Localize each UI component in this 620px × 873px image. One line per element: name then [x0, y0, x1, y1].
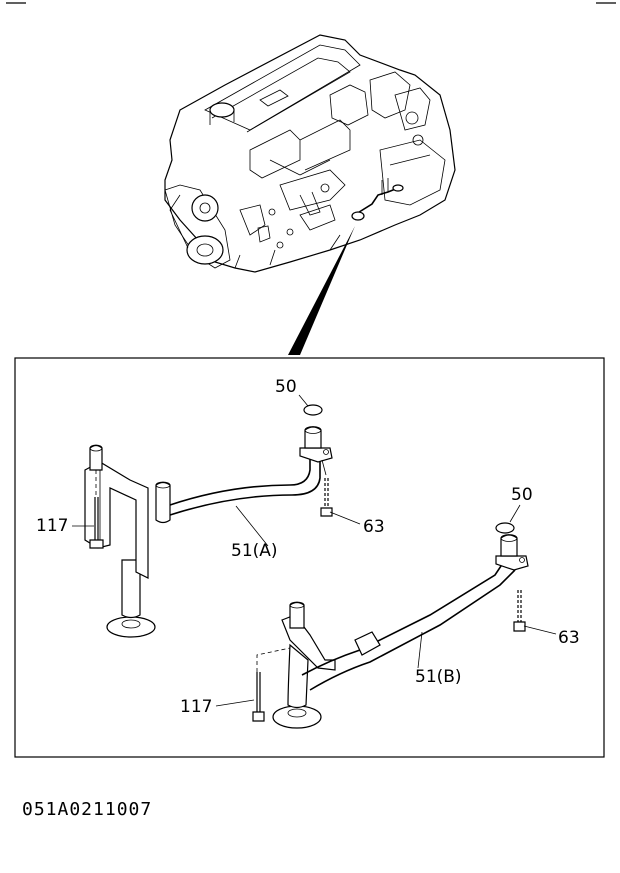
assembly-guide-lines	[95, 470, 291, 672]
callout-50-b: 50	[511, 485, 533, 505]
leader-lines	[72, 394, 557, 707]
engine-overview-illustration	[164, 34, 456, 273]
o-ring-50a	[303, 404, 323, 416]
callout-50-a: 50	[275, 377, 297, 397]
callout-117-b: 117	[180, 697, 212, 717]
callout-117-a: 117	[36, 516, 68, 536]
o-ring-50b	[495, 522, 515, 534]
callout-51-b: 51(B)	[415, 667, 462, 687]
figure-code: 051A0211007	[22, 799, 152, 820]
detail-frame	[14, 357, 605, 758]
callout-51-a: 51(A)	[231, 541, 278, 561]
callout-63-a: 63	[363, 517, 385, 537]
detail-pointer-wedge	[288, 226, 355, 355]
oil-pipe-b-assembly	[252, 522, 529, 729]
callout-63-b: 63	[558, 628, 580, 648]
oil-pipe-a-assembly	[84, 404, 333, 638]
